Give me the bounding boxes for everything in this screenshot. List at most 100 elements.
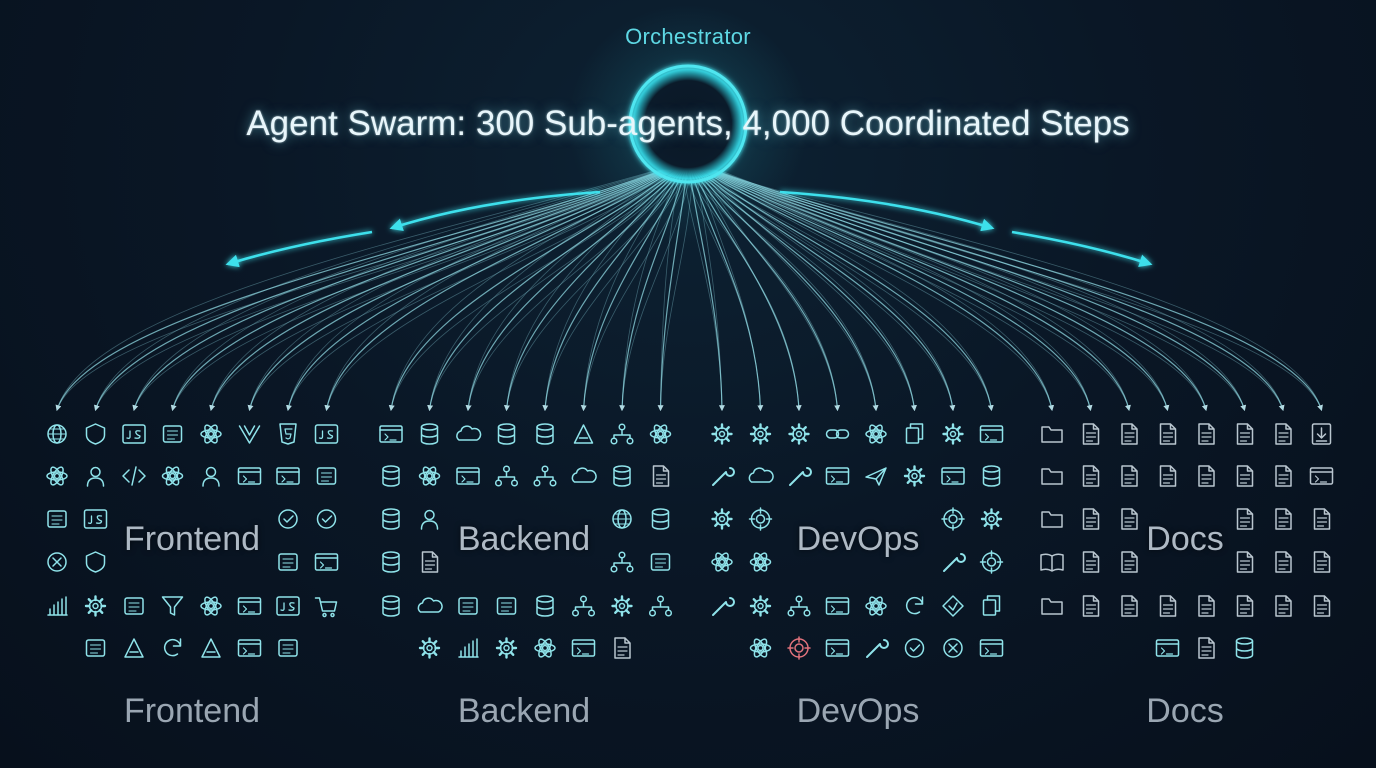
connection-line (170, 169, 668, 412)
json-icon (83, 509, 108, 529)
x-circle-icon (943, 638, 963, 658)
js-badge-icon (276, 596, 300, 616)
diagram-title: Agent Swarm: 300 Sub-agents, 4,000 Coord… (246, 104, 1130, 143)
database-icon (382, 595, 400, 617)
robot-icon (86, 466, 105, 487)
radar-icon (979, 550, 1004, 574)
doc-sot-icon (1159, 465, 1177, 487)
connection-line (707, 169, 1322, 411)
js-badge-icon (122, 424, 146, 444)
checklist-icon (316, 509, 337, 529)
swirl-icon (163, 638, 182, 657)
cloud-icon (748, 467, 774, 483)
arrow-right-upper (779, 190, 995, 232)
gear-icon (788, 423, 810, 445)
vue-icon (238, 425, 261, 444)
document-icon (421, 551, 439, 573)
brain-icon (711, 552, 733, 572)
doc-lines-icon (1236, 551, 1254, 573)
hand-icon (200, 596, 222, 616)
gear-icon (749, 423, 772, 445)
doc-braces-icon (1159, 423, 1177, 445)
devops-inline-label: DevOps (796, 520, 920, 558)
bug-icon (534, 638, 556, 658)
book-icon (1040, 553, 1064, 572)
database-icon (536, 423, 554, 445)
doc-clock-icon (1313, 551, 1331, 573)
monitor-icon (237, 467, 262, 485)
close-circle-icon (47, 552, 67, 572)
cap-icon (47, 510, 67, 528)
frontend-label: Frontend (123, 692, 261, 730)
doc-lines-icon (1275, 551, 1292, 573)
edit-window-icon (979, 639, 1004, 657)
database-icon (982, 465, 1001, 487)
arrow-right-lower (1011, 230, 1153, 268)
code-window-icon (571, 639, 596, 657)
gear-icon (418, 637, 441, 659)
folder-icon (1041, 426, 1063, 443)
filter-icon (161, 596, 184, 616)
connection-line (713, 169, 1323, 412)
pencil-icon (943, 553, 966, 572)
connection-line (133, 169, 673, 411)
doc-braces-icon (1275, 595, 1292, 617)
doc-script-icon (1121, 465, 1138, 487)
doc-code-icon (1121, 423, 1138, 445)
terminal-icon (979, 425, 1004, 443)
wrench-icon (866, 639, 889, 658)
pulse-window-icon (941, 467, 965, 485)
orchestrator-label: Orchestrator (625, 24, 751, 49)
connection-line (56, 169, 669, 411)
connection-line (95, 169, 659, 411)
frontend-inline-label: Frontend (123, 520, 261, 558)
org-icon (787, 595, 811, 617)
arrow-left-lower (225, 230, 373, 268)
document-shield-icon (652, 465, 670, 487)
antenna-icon (47, 596, 68, 616)
orchestrator-orb (626, 62, 750, 186)
orchestrator-ring (628, 64, 748, 184)
user-icon (420, 509, 439, 530)
refresh-icon (905, 596, 924, 615)
doc-lines-icon (1275, 465, 1292, 487)
doc-lines-icon (1121, 595, 1138, 617)
phone-icon (650, 553, 671, 571)
search-check-icon (278, 509, 298, 529)
doc-lines-icon (1121, 508, 1138, 530)
link-icon (825, 429, 850, 439)
browser-icon (825, 639, 850, 657)
backend-inline-label: Backend (457, 520, 591, 558)
globe-icon (612, 509, 632, 529)
connection-line (94, 169, 665, 412)
connection-line (172, 169, 674, 411)
target-red-icon (787, 636, 811, 660)
map-icon (649, 424, 672, 444)
doc-list-icon (1313, 595, 1331, 617)
share-icon (648, 595, 673, 617)
react-atom-icon (200, 424, 222, 444)
doc-lines-icon (1159, 595, 1177, 617)
devops-label: DevOps (796, 692, 920, 730)
browser-icon (456, 467, 480, 485)
html5-icon (279, 423, 297, 445)
circle-gear-icon (980, 508, 1003, 530)
database-icon (651, 508, 670, 530)
doc-code-icon (1198, 423, 1215, 445)
folder-icon (1041, 468, 1063, 485)
diamond-icon (942, 595, 964, 617)
arrow-left-upper (389, 190, 601, 232)
node-tree-icon (610, 423, 634, 445)
printer-icon (458, 597, 478, 615)
agent-icon-grid (46, 423, 1334, 660)
send-icon (865, 467, 887, 486)
list-window-icon (1309, 467, 1334, 485)
connection-line (132, 169, 667, 412)
device-icon (124, 597, 144, 615)
gear-icon (711, 508, 733, 530)
clipboard-icon (905, 423, 924, 444)
wrench-circle-icon (789, 467, 812, 486)
doc-edit-icon (1313, 508, 1331, 530)
